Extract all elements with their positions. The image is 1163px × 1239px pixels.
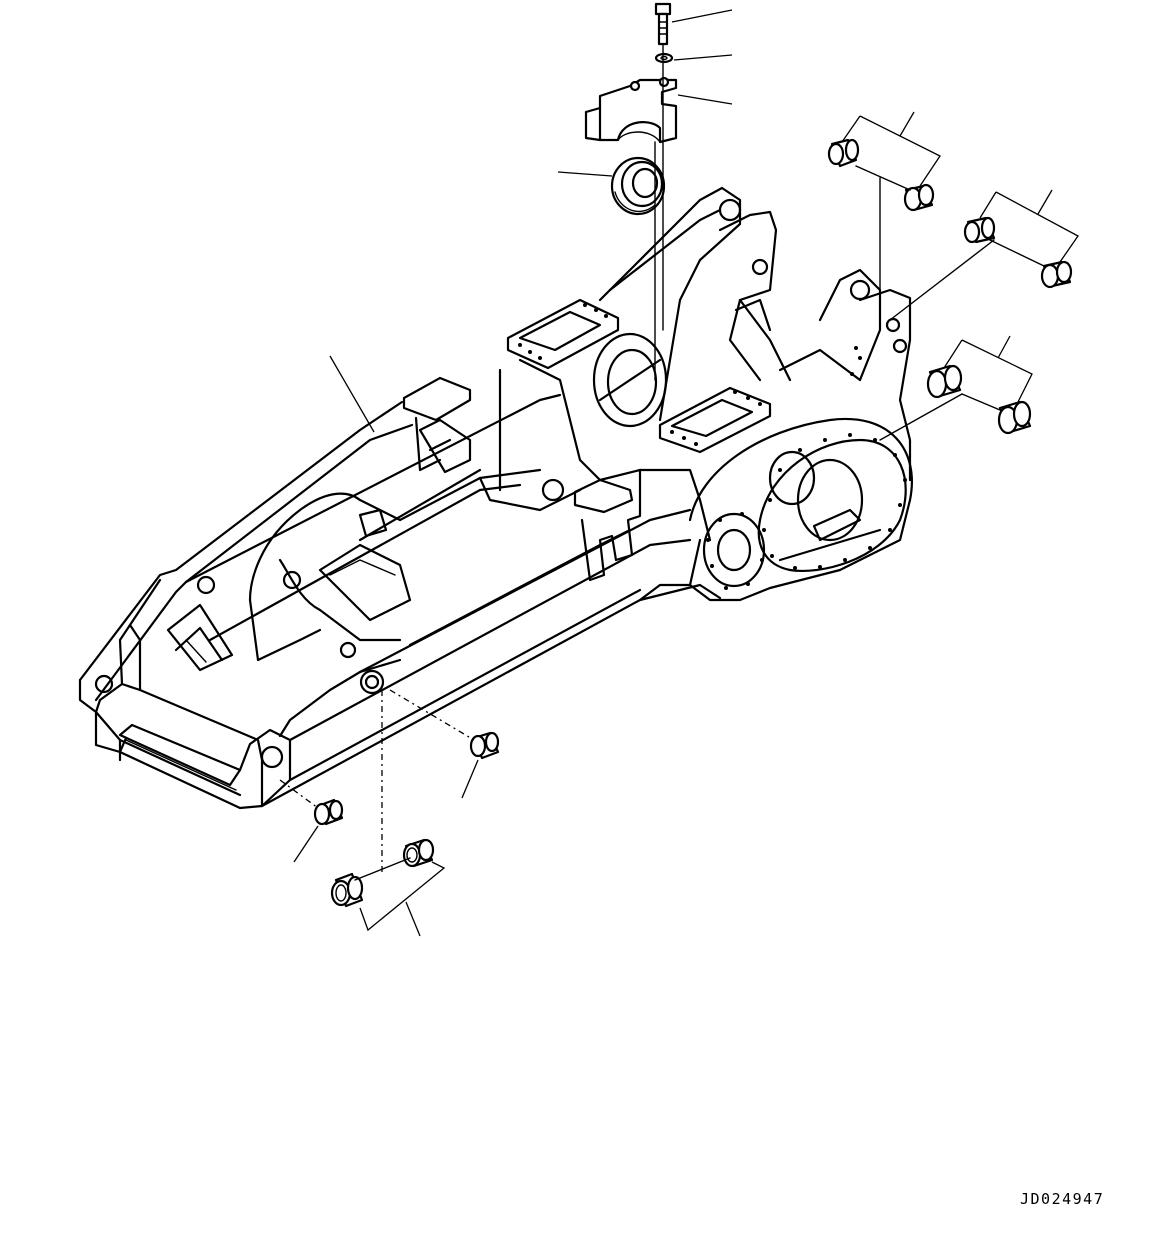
leader-washer [674,55,732,60]
bushing-lower-center [390,690,498,798]
leader-frame [330,356,374,432]
bushing-group-lower [332,690,444,936]
bolt [656,4,670,44]
bushing-group-1 [829,112,940,295]
bearing-ring [612,158,664,214]
leader-bearing [558,172,612,176]
bushing-group-3 [880,336,1032,440]
leader-cap [678,95,732,104]
leader-bolt [672,10,732,22]
drawing-number: JD024947 [1020,1190,1105,1208]
bearing-cap [586,78,676,142]
bushing-lower-left [280,780,342,862]
bolt-hole-pattern [706,433,907,590]
track-frame [80,188,912,808]
bushing-group-2 [890,190,1078,320]
washer [656,54,672,62]
